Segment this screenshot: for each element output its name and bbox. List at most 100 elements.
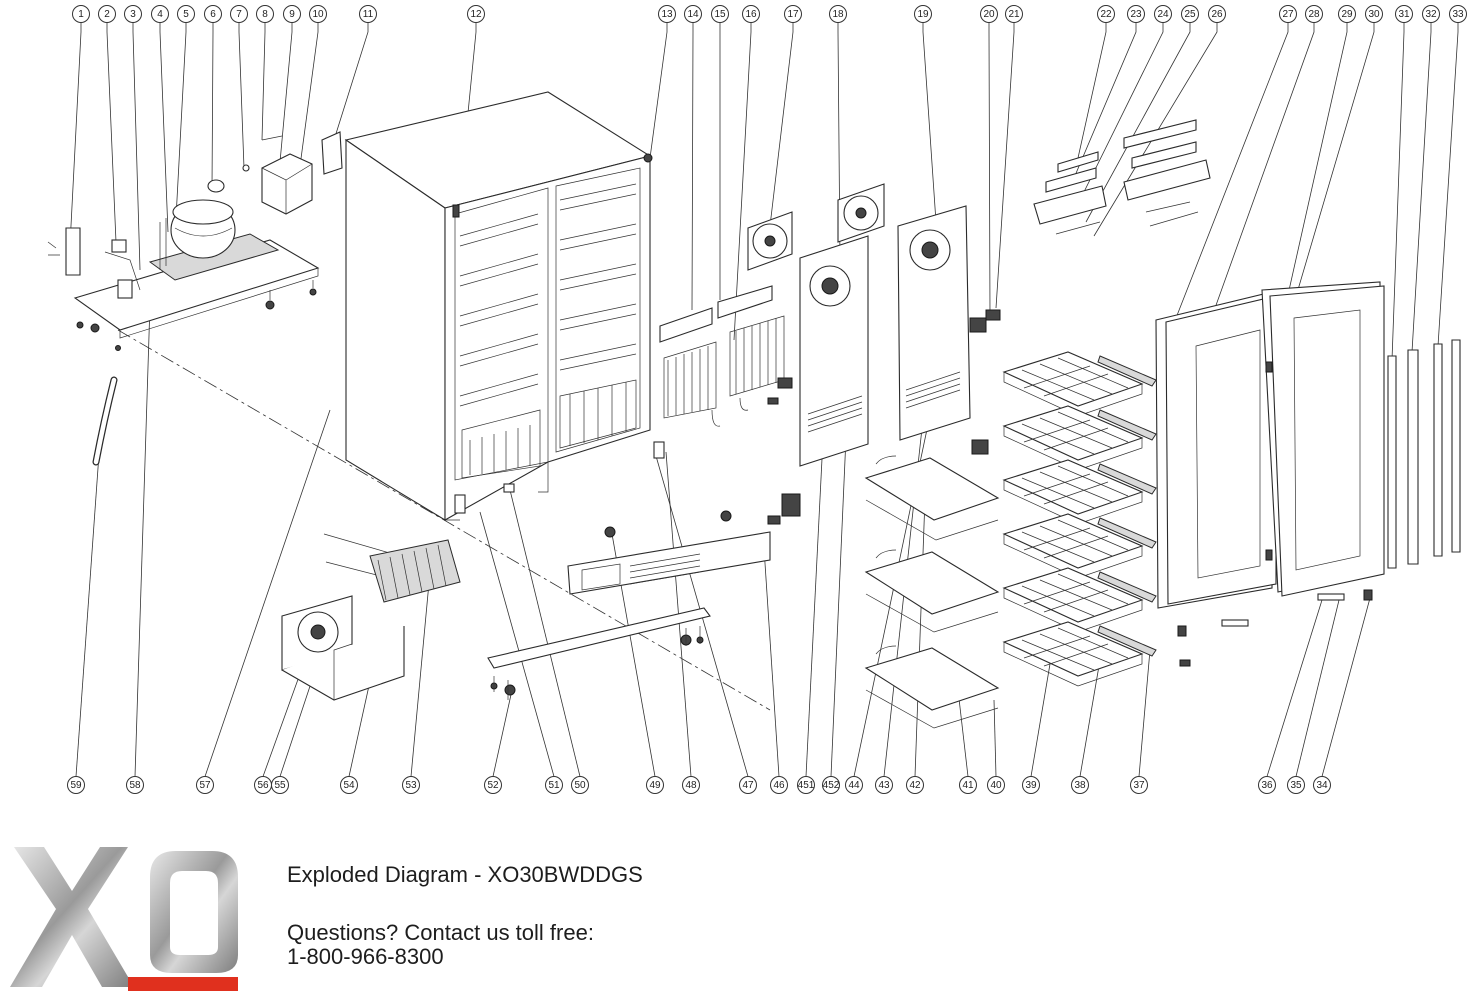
leader-line-19	[922, 22, 937, 223]
callout-50: 50	[571, 776, 589, 794]
callout-47: 47	[739, 776, 757, 794]
logo-o-mark	[150, 851, 238, 973]
callout-4: 4	[151, 5, 169, 23]
callout-label: 13	[661, 9, 673, 20]
callout-56: 56	[254, 776, 272, 794]
leader-line-34	[1321, 597, 1371, 777]
logo-accent-bar	[128, 977, 238, 991]
wine-drawer	[1002, 567, 1157, 633]
footer-text-block: Exploded Diagram - XO30BWDDGS Questions?…	[287, 862, 643, 970]
leader-line-52	[492, 689, 513, 777]
callout-24: 24	[1154, 5, 1172, 23]
leader-line-25	[1085, 22, 1191, 223]
leader-line-6	[211, 22, 214, 189]
callout-label: 59	[70, 780, 82, 791]
leader-line-16	[733, 22, 752, 341]
leader-line-50	[509, 489, 581, 777]
leader-line-51	[479, 511, 555, 777]
callout-label: 42	[909, 780, 921, 791]
callout-34: 34	[1313, 776, 1331, 794]
leader-line-13	[649, 22, 668, 159]
fan-panel-assembly	[747, 183, 1001, 525]
leader-line-14	[691, 22, 694, 311]
leader-line-53	[410, 571, 431, 777]
leader-line-17	[769, 22, 794, 227]
leader-line-30	[1291, 22, 1375, 311]
callout-label: 54	[343, 780, 355, 791]
callout-20: 20	[980, 5, 998, 23]
wine-drawer	[1002, 513, 1157, 579]
door-hinges	[1177, 589, 1373, 667]
leader-line-2	[106, 22, 117, 243]
callout-27: 27	[1279, 5, 1297, 23]
leader-line-23	[1073, 22, 1137, 179]
diagram-title: Exploded Diagram - XO30BWDDGS	[287, 862, 643, 887]
callout-label: 38	[1074, 780, 1086, 791]
leader-line-5	[175, 22, 187, 219]
callout-8: 8	[256, 5, 274, 23]
callout-label: 7	[236, 9, 242, 20]
electrical-box-assembly	[207, 131, 343, 215]
leader-line-10	[299, 22, 319, 167]
callout-label: 28	[1308, 9, 1320, 20]
leader-line-42	[914, 469, 927, 777]
callout-18: 18	[829, 5, 847, 23]
leader-line-4	[159, 22, 169, 233]
callout-52: 52	[484, 776, 502, 794]
callout-label: 53	[405, 780, 417, 791]
callout-39: 39	[1022, 776, 1040, 794]
control-board-assembly	[1033, 119, 1211, 235]
callout-40: 40	[987, 776, 1005, 794]
callout-451: 451	[797, 776, 815, 794]
callout-12: 12	[467, 5, 485, 23]
callout-19: 19	[914, 5, 932, 23]
wine-drawer	[1002, 405, 1157, 471]
callout-16: 16	[742, 5, 760, 23]
callout-label: 3	[130, 9, 136, 20]
callout-48: 48	[682, 776, 700, 794]
callout-label: 16	[745, 9, 757, 20]
callout-label: 22	[1100, 9, 1112, 20]
callout-label: 31	[1398, 9, 1410, 20]
callout-label: 39	[1025, 780, 1037, 791]
callout-55: 55	[271, 776, 289, 794]
phone-number[interactable]: 1-800-966-8300	[287, 944, 444, 970]
callout-57: 57	[196, 776, 214, 794]
callout-label: 2	[104, 9, 110, 20]
callout-25: 25	[1181, 5, 1199, 23]
callout-3: 3	[124, 5, 142, 23]
callout-label: 48	[685, 780, 697, 791]
leader-line-57	[204, 409, 331, 777]
cabinet-body	[344, 91, 665, 521]
callout-label: 8	[262, 9, 268, 20]
callout-label: 1	[78, 9, 84, 20]
callout-label: 30	[1368, 9, 1380, 20]
callout-32: 32	[1422, 5, 1440, 23]
door-handles	[1387, 339, 1461, 569]
callout-label: 57	[199, 780, 211, 791]
leader-line-59	[75, 439, 101, 777]
leader-line-41	[957, 689, 969, 777]
contact-line: Questions? Contact us toll free:	[287, 920, 594, 946]
leader-line-31	[1391, 22, 1405, 361]
leader-line-36	[1266, 599, 1323, 777]
glass-shelf-stack	[864, 455, 1000, 729]
callout-label: 9	[289, 9, 295, 20]
callout-30: 30	[1365, 5, 1383, 23]
callout-59: 59	[67, 776, 85, 794]
callout-label: 19	[917, 9, 929, 20]
leader-line-22	[1077, 22, 1107, 159]
callout-9: 9	[283, 5, 301, 23]
leader-line-28	[1209, 22, 1315, 323]
leader-line-58	[134, 303, 151, 777]
right-shelf-rails	[559, 183, 637, 449]
callout-452: 452	[822, 776, 840, 794]
callout-label: 4	[157, 9, 163, 20]
callout-label: 36	[1261, 780, 1273, 791]
leader-line-26	[1093, 22, 1218, 237]
callout-54: 54	[340, 776, 358, 794]
leader-line-24	[1079, 22, 1164, 201]
